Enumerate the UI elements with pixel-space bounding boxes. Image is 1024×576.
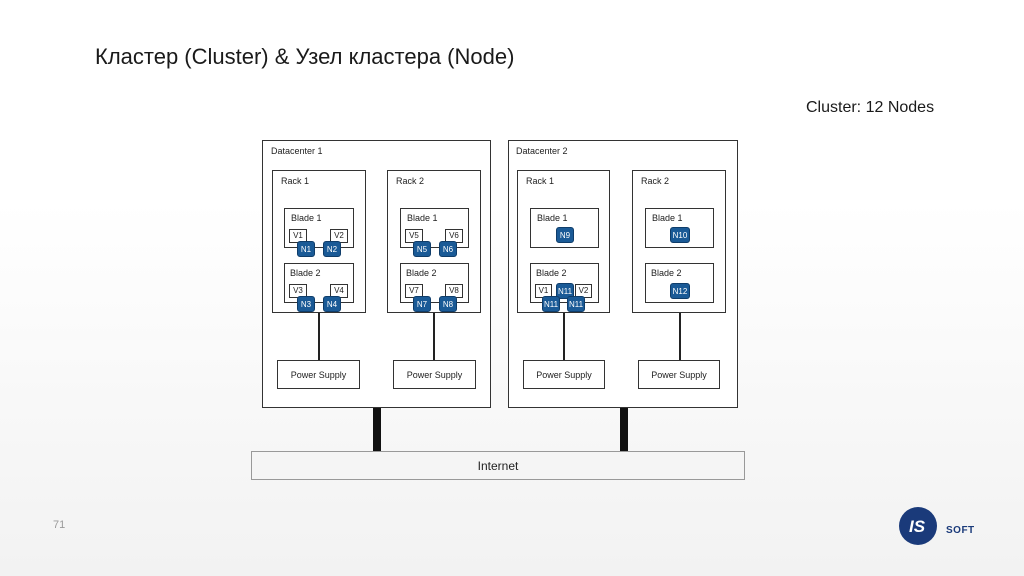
dc1-rack-1-power-cable [318, 313, 320, 360]
datacenter-2-label: Datacenter 2 [516, 146, 568, 156]
dc2-rack-1-power-cable [563, 313, 565, 360]
dc2-rack-2-blade-1-label: Blade 1 [652, 213, 683, 223]
page-title: Кластер (Cluster) & Узел кластера (Node) [95, 44, 515, 69]
dc2-rack-1-blade-1-label: Blade 1 [537, 213, 568, 223]
node-n11-label: N11 [556, 283, 574, 299]
dc1-rack-2-blade-1-label: Blade 1 [407, 213, 438, 223]
dc2-rack-1-blade-2-label: Blade 2 [536, 268, 567, 278]
node-n8: N8 [439, 296, 457, 312]
dc1-rack-1-label: Rack 1 [281, 176, 310, 186]
page-number: 71 [53, 519, 66, 531]
node-n1: N1 [297, 241, 315, 257]
node-n7: N7 [413, 296, 431, 312]
cluster-size-label: Cluster: 12 Nodes [806, 99, 935, 116]
node-n2: N2 [323, 241, 341, 257]
logo-mark-text: IS [909, 517, 926, 536]
node-n10: N10 [670, 227, 690, 243]
node-n11-b: N11 [567, 296, 585, 312]
vm-v4: V4 [330, 284, 348, 298]
node-n11-a: N11 [542, 296, 560, 312]
dc2-rack-2-power-cable [679, 313, 681, 360]
node-n12: N12 [670, 283, 690, 299]
dc2-rack-2-label: Rack 2 [641, 176, 670, 186]
dc1-rack-2-power-cable [433, 313, 435, 360]
issoft-logo-icon: IS [899, 507, 937, 545]
dc2-rack-2-power-supply: Power Supply [638, 360, 720, 389]
dc1-internet-link [373, 408, 381, 451]
logo-wordmark: SOFT [946, 525, 975, 536]
dc2-rack-1-power-supply: Power Supply [523, 360, 605, 389]
dc1-rack-1-power-supply: Power Supply [277, 360, 360, 389]
node-n3: N3 [297, 296, 315, 312]
dc1-rack-2-label: Rack 2 [396, 176, 425, 186]
internet-box: Internet [251, 451, 745, 480]
node-n9: N9 [556, 227, 574, 243]
dc2-rack-2-blade-2-label: Blade 2 [651, 268, 682, 278]
dc1-rack-2-blade-2-label: Blade 2 [406, 268, 437, 278]
node-n5: N5 [413, 241, 431, 257]
dc1-rack-1-blade-1-label: Blade 1 [291, 213, 322, 223]
datacenter-1-label: Datacenter 1 [271, 146, 323, 156]
dc2-rack-1-label: Rack 1 [526, 176, 555, 186]
node-n4: N4 [323, 296, 341, 312]
dc2-internet-link [620, 408, 628, 451]
node-n6: N6 [439, 241, 457, 257]
dc1-rack-2-power-supply: Power Supply [393, 360, 476, 389]
dc1-rack-1-blade-2-label: Blade 2 [290, 268, 321, 278]
